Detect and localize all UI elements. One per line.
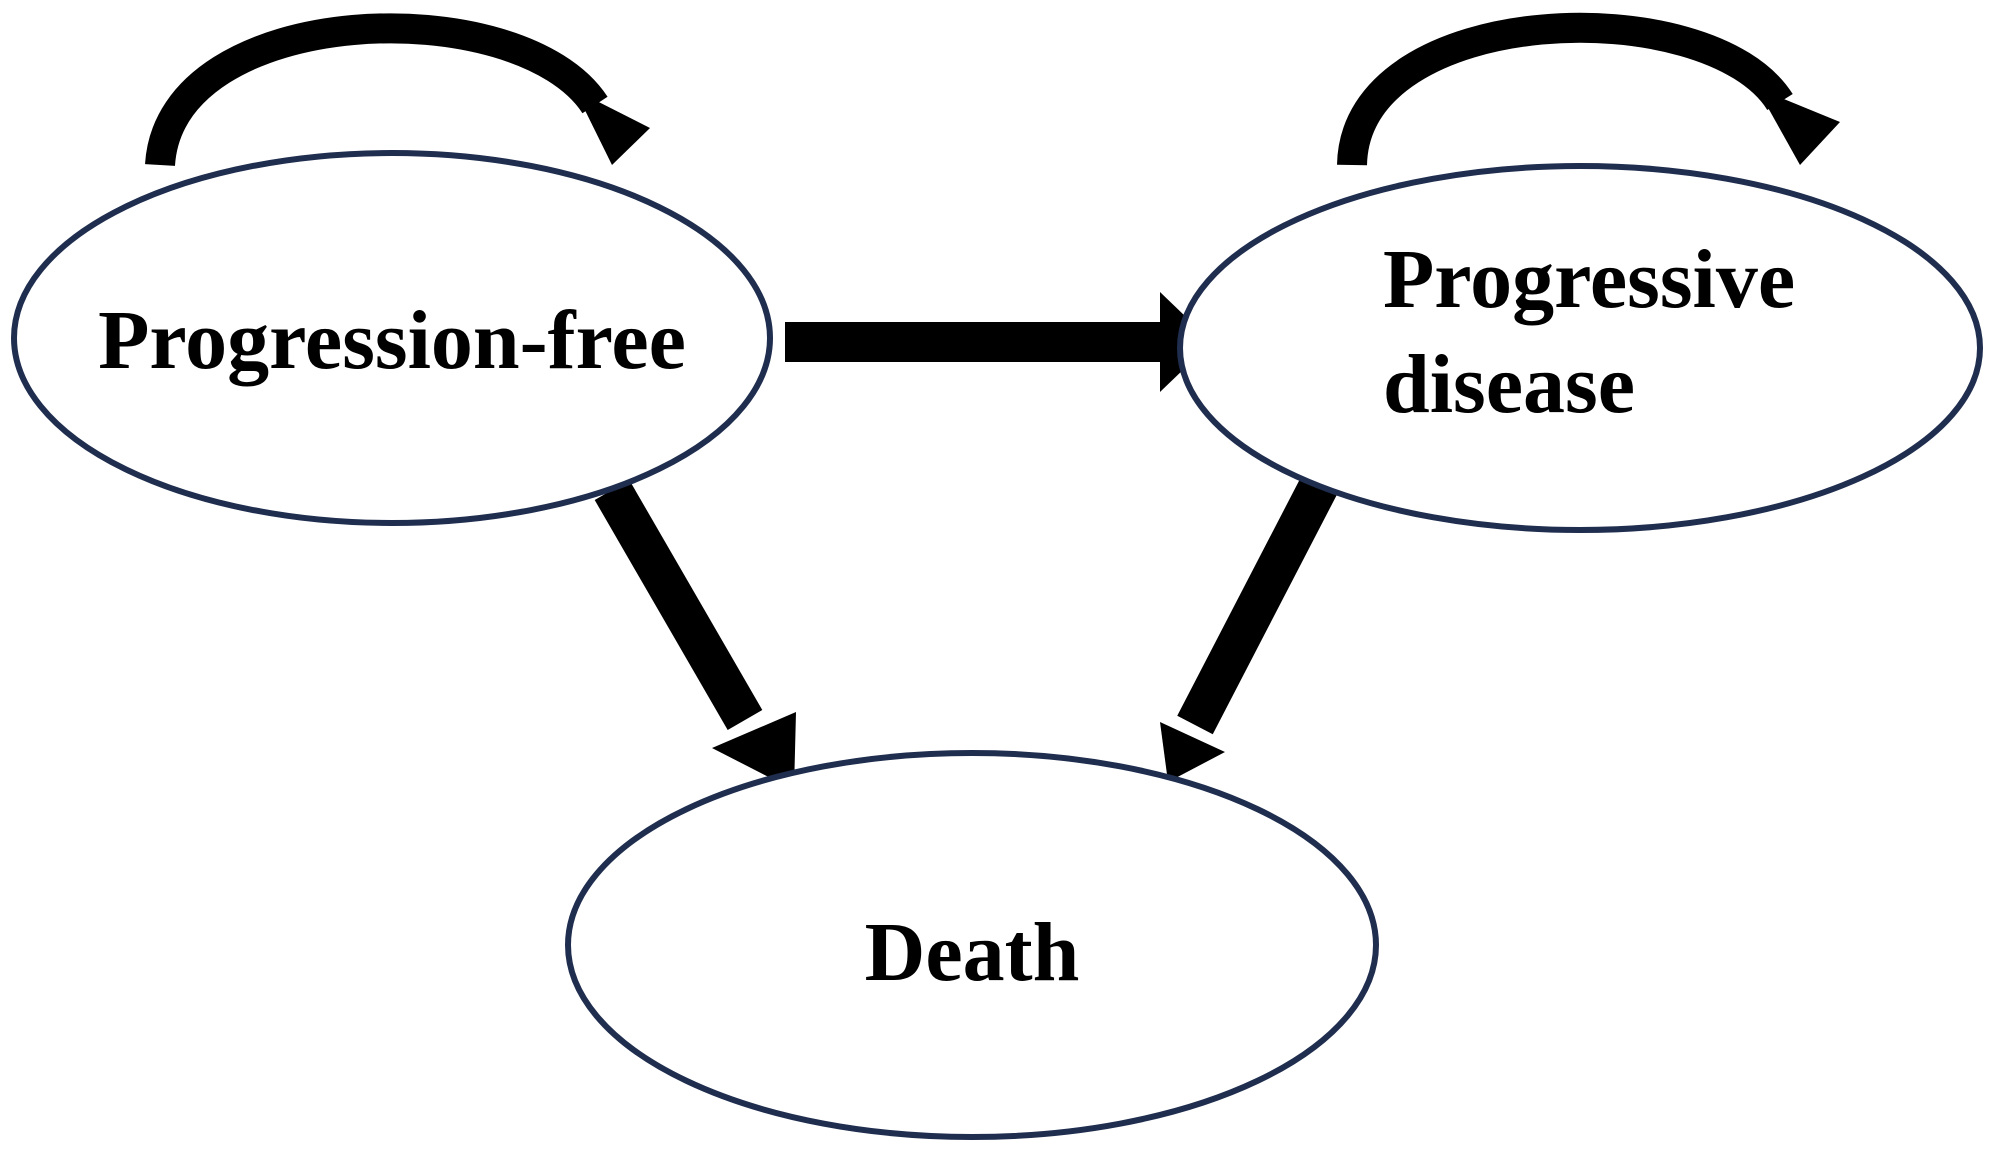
state-label-disease: disease	[1383, 338, 1635, 431]
state-progression-free: Progression-free	[11, 150, 773, 526]
state-progressive-disease: Progressive disease	[1177, 163, 1983, 533]
state-death: Death	[565, 750, 1379, 1140]
self-loop-arrow-progressive-disease	[1337, 12, 1840, 167]
state-label-progression-free: Progression-free	[98, 294, 686, 387]
self-loop-arrow-progression-free	[145, 13, 650, 167]
arrow-progression-free-to-death	[594, 479, 796, 790]
arrow-progressive-disease-to-death	[1160, 470, 1340, 782]
state-label-death: Death	[865, 906, 1080, 999]
arrow-progression-free-to-progressive-disease	[785, 292, 1212, 392]
state-label-progressive: Progressive	[1383, 233, 1795, 326]
